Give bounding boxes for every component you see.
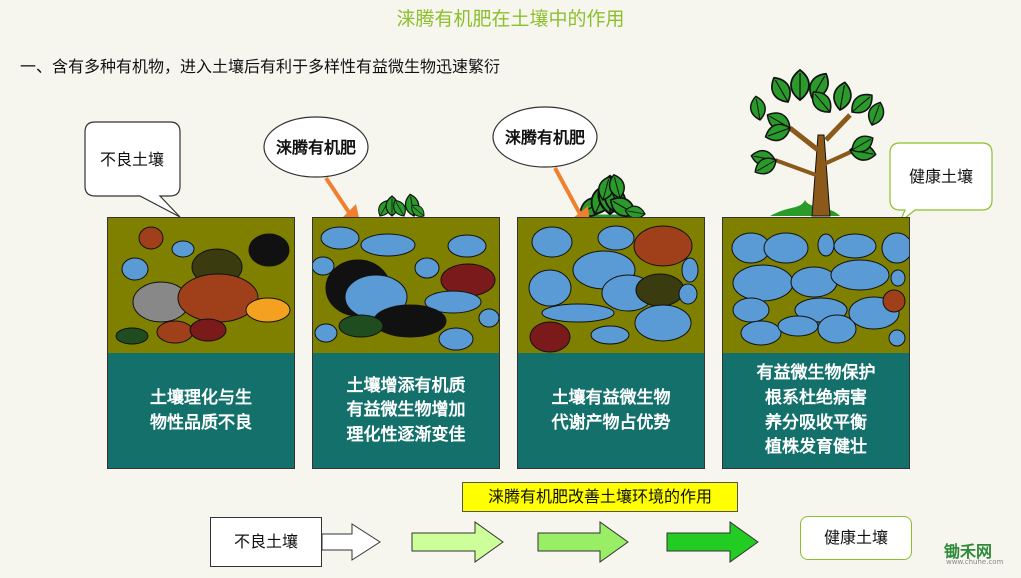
arrow-right-icon — [537, 521, 629, 563]
bad-soil-callout-label: 不良土壤 — [100, 150, 164, 169]
stage-4-description: 有益微生物保护 根系杜绝病害 养分吸收平衡 植株发育健壮 — [723, 353, 909, 468]
arrow-right-icon — [321, 523, 381, 561]
seedling-icon — [374, 192, 428, 221]
arrow-right-icon — [411, 521, 504, 563]
healthy-soil-callout — [889, 142, 993, 223]
plant-icon — [574, 172, 647, 223]
soil-illustration — [723, 218, 909, 353]
stage-3-panel: 土壤有益微生物 代谢产物占优势 — [517, 217, 705, 469]
section-heading: 一、含有多种有机物，进入土壤后有利于多样性有益微生物迅速繁衍 — [20, 57, 501, 76]
fertilizer-callout-1-label: 涞腾有机肥 — [276, 138, 356, 157]
soil-illustration — [518, 218, 704, 353]
watermark-url: www.chuhe.com — [946, 558, 1004, 566]
tree-icon — [748, 68, 888, 217]
orange-arrow-icon — [324, 176, 360, 222]
soil-illustration — [313, 218, 499, 353]
stage-3-description: 土壤有益微生物 代谢产物占优势 — [518, 353, 704, 468]
fertilizer-callout-2 — [492, 106, 598, 168]
fertilizer-callout-2-label: 涞腾有机肥 — [505, 128, 585, 147]
flow-start-box: 不良土壤 — [210, 517, 322, 567]
healthy-soil-callout-label: 健康土壤 — [909, 167, 973, 186]
stage-2-description: 土壤增添有机质 有益微生物增加 理化性逐渐变佳 — [313, 353, 499, 468]
fertilizer-callout-1 — [263, 116, 369, 178]
stage-2-panel: 土壤增添有机质 有益微生物增加 理化性逐渐变佳 — [312, 217, 500, 469]
bad-soil-callout — [84, 121, 181, 218]
page-title: 涞腾有机肥在土壤中的作用 — [396, 8, 625, 30]
flow-end-box: 健康土壤 — [800, 516, 912, 560]
soil-illustration — [108, 218, 294, 353]
effect-banner: 涞腾有机肥改善土壤环境的作用 — [462, 482, 738, 512]
stage-4-panel: 有益微生物保护 根系杜绝病害 养分吸收平衡 植株发育健壮 — [722, 217, 910, 469]
stage-1-panel: 土壤理化与生 物性品质不良 — [107, 217, 295, 469]
stage-1-description: 土壤理化与生 物性品质不良 — [108, 353, 294, 468]
watermark-logo: 锄禾网 — [944, 542, 993, 561]
orange-arrow-icon — [553, 167, 590, 224]
arrow-right-icon — [666, 521, 759, 563]
